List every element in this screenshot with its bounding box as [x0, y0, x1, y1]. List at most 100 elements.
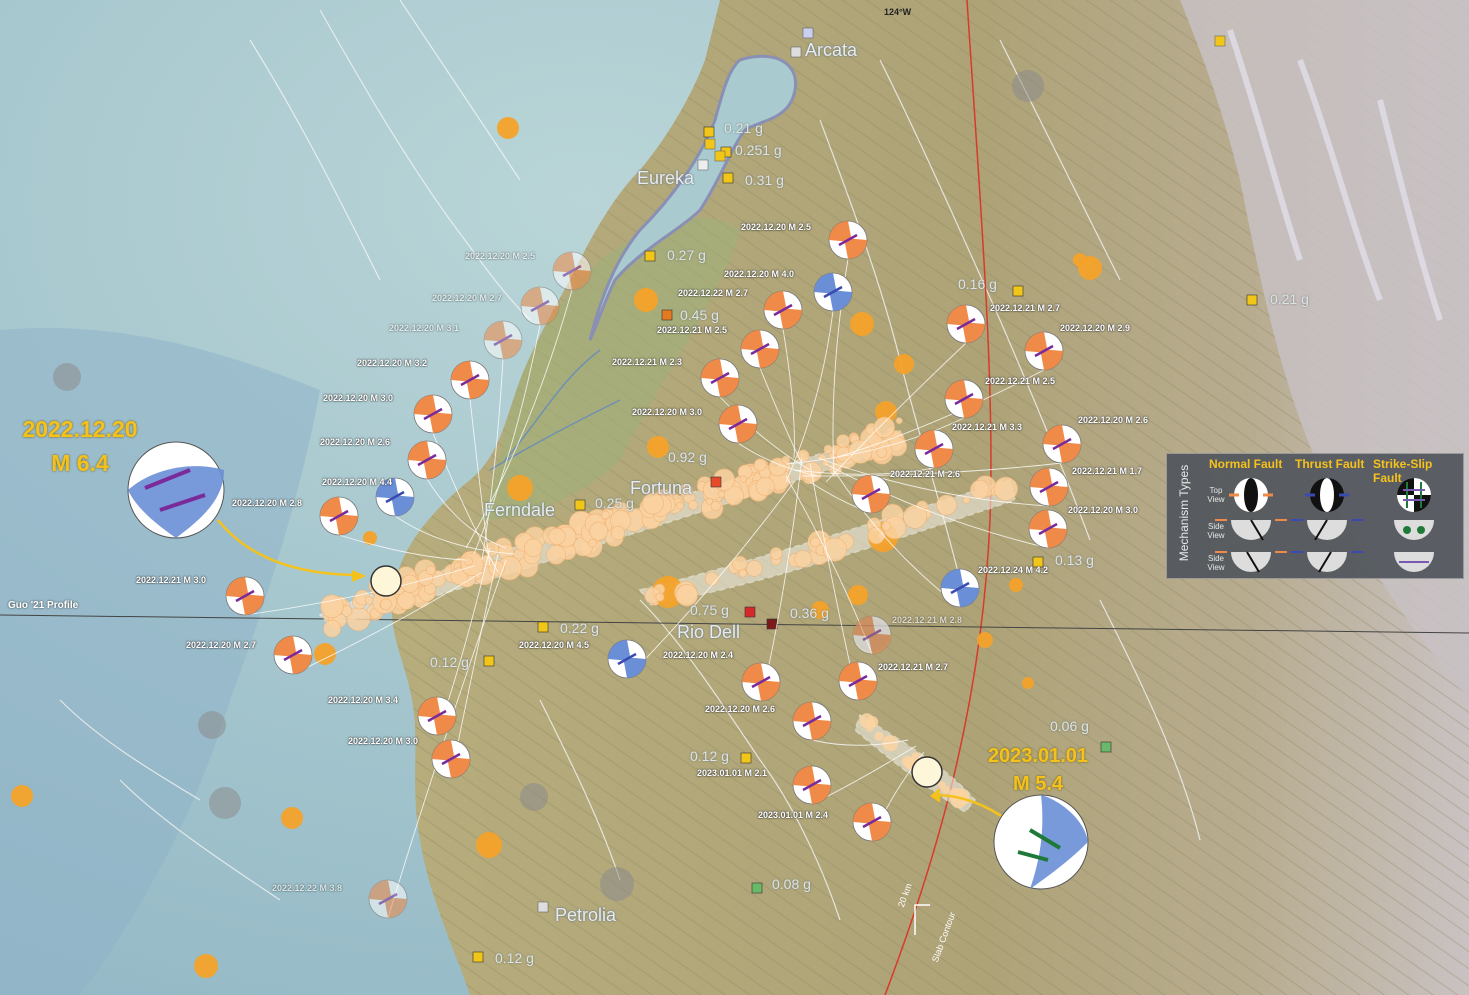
event-label: 2022.12.24 M 4.2 [978, 565, 1049, 575]
focal-mechanism-icon [792, 765, 832, 805]
leader-line [785, 310, 834, 483]
slab-contour-arrow [914, 904, 930, 935]
continental-slope [0, 328, 320, 995]
quake-dot [809, 536, 821, 548]
quake-dot [867, 526, 885, 545]
focal-mechanism-icon [740, 329, 780, 369]
leader-line [811, 739, 909, 746]
event-label: 2022.12.21 M 2.5 [985, 376, 1056, 386]
pga-label: 0.92 g [668, 449, 707, 465]
town-rio-dell: Rio Dell [677, 622, 741, 642]
quake-dot [1022, 677, 1034, 689]
quake-dot [724, 485, 744, 506]
leader-line [626, 481, 795, 679]
event-label: 2022.12.20 M 3.4 [328, 695, 399, 705]
quake-dot [460, 552, 484, 577]
mainshock-1-label: 2022.12.20 M 6.4 [10, 412, 150, 480]
event-label: 2022.12.20 M 2.4 [663, 650, 734, 660]
event-label: 2022.12.20 M 3.0 [323, 393, 394, 403]
pga-station-icon [537, 621, 549, 633]
event-label: 2022.12.21 M 2.5 [657, 325, 728, 335]
station-icon [704, 138, 716, 150]
event-label: 2022.12.22 M 2.7 [678, 288, 749, 298]
event-label: 2022.12.20 M 2.5 [741, 222, 812, 232]
leader-line [394, 515, 515, 555]
event-label: 2022.12.20 M 4.5 [519, 640, 590, 650]
focal-mechanism-icon [851, 474, 891, 514]
quake-dot [874, 731, 884, 741]
event-label: 2022.12.20 M 2.6 [320, 437, 391, 447]
focal-mechanism-icon [407, 440, 447, 480]
pga-label: 0.08 g [772, 876, 811, 892]
pga-station-icon [1246, 294, 1258, 306]
town-arcata: Arcata [805, 40, 858, 60]
focal-mechanism-icon [375, 477, 415, 517]
event-label: 2022.12.20 M 3.2 [357, 358, 428, 368]
pga-label: 0.75 g [690, 602, 729, 618]
quake-dot [523, 538, 543, 558]
pga-station-icon [574, 499, 586, 511]
leader-line [833, 369, 1045, 459]
quake-dot [796, 449, 810, 463]
eel-river-plain [480, 217, 740, 520]
focal-mechanism-icon [940, 568, 980, 608]
station-icon [802, 27, 814, 39]
event-label: 2022.12.20 M 2.8 [232, 498, 303, 508]
pga-label: 0.25 g [595, 495, 634, 511]
pga-station-icon [766, 618, 778, 630]
quake-dot [364, 595, 374, 605]
quake-dot [895, 417, 903, 425]
pga-label: 0.27 g [667, 247, 706, 263]
quake-dot [1073, 253, 1087, 267]
quake-dot [488, 560, 505, 577]
focal-mechanism-icon [431, 739, 471, 779]
focal-mechanism-icon [792, 701, 832, 741]
quake-dot [903, 504, 928, 529]
pga-station-icon [644, 250, 656, 262]
snow-ridges [1227, 29, 1443, 321]
quake-dot [548, 527, 566, 546]
quake-dot [848, 439, 873, 464]
town-fortuna: Fortuna [630, 478, 693, 498]
leader-line [473, 324, 541, 555]
quake-dot [600, 510, 610, 520]
quake-dot [738, 569, 748, 578]
focal-mechanism-icon [813, 272, 853, 312]
legend-col-thrust: Thrust Fault [1295, 457, 1365, 471]
mainshock-1-magnitude: M 6.4 [51, 450, 109, 476]
focal-mechanism-icon [946, 304, 986, 344]
leader-line [481, 358, 504, 561]
pga-label: 0.251 g [735, 142, 782, 158]
quake-dot [794, 549, 813, 568]
mainshock-arrow-1 [217, 519, 361, 577]
quake-dot [676, 501, 684, 510]
event-label: 2022.12.21 M 3.0 [136, 575, 207, 585]
event-label: 2022.12.20 M 2.6 [705, 704, 776, 714]
quake-dot [993, 476, 1019, 501]
mainshock-2-label: 2023.01.01 M 5.4 [968, 742, 1108, 798]
quake-dot [848, 585, 868, 605]
pga-label: 0.21 g [1270, 291, 1309, 307]
event-label: 2022.12.20 M 4.4 [322, 477, 393, 487]
town-ferndale: Ferndale [484, 500, 556, 520]
focal-mechanism-icon [1029, 467, 1069, 507]
quake-dot [881, 521, 892, 532]
leader-line [825, 463, 1049, 549]
quake-dot [710, 500, 721, 511]
quake-dot [675, 583, 698, 607]
event-label: 2022.12.21 M 2.3 [612, 357, 683, 367]
quake-dot [507, 475, 533, 501]
pga-label: 0.12 g [690, 748, 729, 764]
focal-mechanism-icon [944, 379, 984, 419]
event-label: 2022.12.20 M 4.0 [724, 269, 795, 279]
focal-mechanism-m64 [127, 441, 225, 539]
station-icon [1214, 35, 1226, 47]
quake-dot [320, 594, 344, 619]
quake-dot [425, 565, 436, 576]
quake-dot [642, 492, 664, 515]
quake-dot [936, 494, 957, 516]
event-label: 2022.12.20 M 2.7 [186, 640, 257, 650]
pga-label: 0.12 g [495, 950, 534, 966]
leader-line [338, 534, 467, 561]
pga-station-icon [722, 172, 734, 184]
